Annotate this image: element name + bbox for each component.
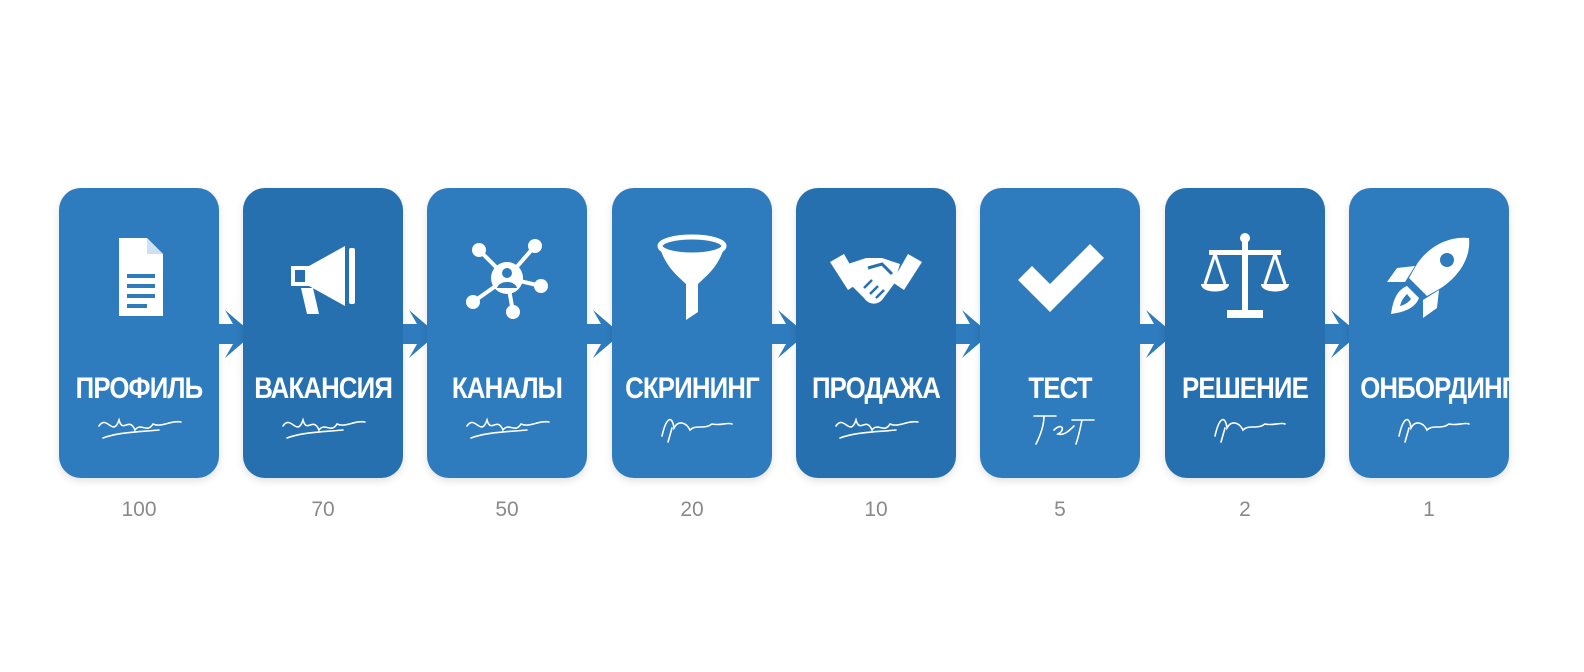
step-title: ТЕСТ — [1028, 372, 1092, 405]
step-count: 2 — [1239, 498, 1251, 521]
signature-scribble — [661, 418, 733, 443]
step-count: 5 — [1054, 498, 1066, 521]
handshake-icon — [796, 228, 956, 328]
signature-scribble — [282, 417, 366, 439]
rocket-icon — [1349, 228, 1509, 328]
step-count: 10 — [864, 498, 888, 521]
arrow-right-icon — [772, 310, 806, 358]
step-card-test: ТЕСТ — [980, 188, 1140, 478]
scales-icon — [1165, 228, 1325, 328]
document-icon — [59, 228, 219, 328]
signature-scribble — [1214, 418, 1286, 443]
arrow-right-icon — [587, 310, 621, 358]
step-title: ПРОДАЖА — [811, 372, 941, 405]
step-card-onboarding: ОНБОРДИНГ — [1349, 188, 1516, 478]
signature-scribble — [1398, 418, 1470, 443]
step-title: ОНБОРДИНГ — [1360, 372, 1516, 405]
signature-scribble — [98, 417, 182, 439]
signature-scribble — [1033, 415, 1095, 445]
funnel-icon — [612, 228, 772, 328]
step-count: 70 — [311, 498, 335, 521]
step-title: КАНАЛЫ — [451, 372, 563, 405]
signature-scribble — [835, 417, 919, 439]
arrow-right-icon — [219, 310, 253, 358]
step-card-sale: ПРОДАЖА — [796, 188, 956, 478]
arrow-right-icon — [956, 310, 990, 358]
step-count: 1 — [1423, 498, 1435, 521]
step-count: 100 — [121, 498, 157, 521]
arrow-right-icon — [403, 310, 437, 358]
step-title: ПРОФИЛЬ — [75, 372, 204, 405]
step-card-profile: ПРОФИЛЬ — [59, 188, 219, 478]
checkmark-icon — [980, 228, 1140, 328]
step-card-channels: КАНАЛЫ — [427, 188, 587, 478]
step-title: ВАКАНСИЯ — [254, 372, 393, 405]
step-card-screening: СКРИНИНГ — [612, 188, 772, 478]
step-card-decision: РЕШЕНИЕ — [1165, 188, 1325, 478]
step-card-vacancy: ВАКАНСИЯ — [243, 188, 403, 478]
step-count: 50 — [495, 498, 519, 521]
arrow-right-icon — [1140, 310, 1174, 358]
step-title: СКРИНИНГ — [625, 372, 760, 405]
arrow-right-icon — [1325, 310, 1359, 358]
signature-scribble — [466, 417, 550, 439]
network-icon — [427, 228, 587, 328]
step-count: 20 — [680, 498, 704, 521]
step-title: РЕШЕНИЕ — [1182, 372, 1309, 405]
megaphone-icon — [243, 228, 403, 328]
